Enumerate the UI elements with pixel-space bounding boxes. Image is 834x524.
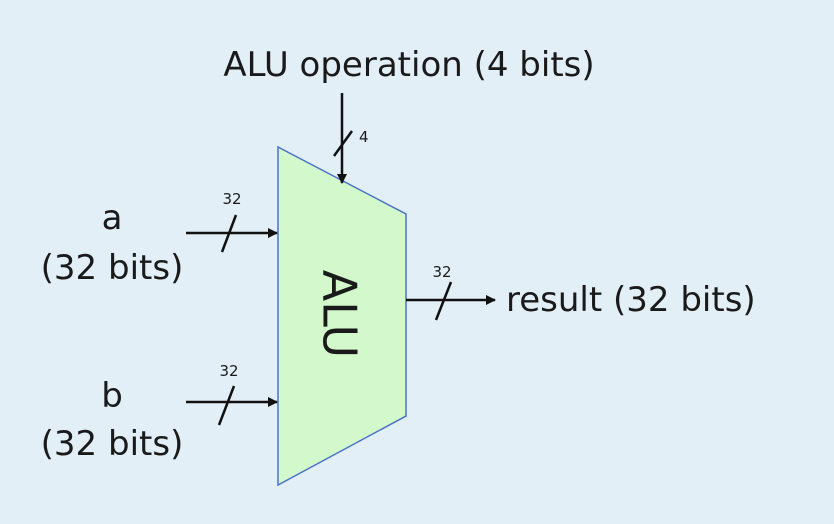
alu-block-label: ALU xyxy=(313,270,367,358)
input-a-name: a xyxy=(102,198,123,238)
alu-operation-label: ALU operation (4 bits) xyxy=(223,45,594,85)
input-b-width-label: 32 xyxy=(219,362,238,380)
input-b-name: b xyxy=(101,376,123,416)
output-width-label: 32 xyxy=(432,263,451,281)
input-a-width-label: 32 xyxy=(222,190,241,208)
op-width-slash xyxy=(332,130,354,157)
output-width-slash xyxy=(434,281,453,321)
op-width-label: 4 xyxy=(359,128,369,146)
alu-block xyxy=(277,145,407,487)
input-b-desc: (32 bits) xyxy=(41,424,184,464)
input-a-width-slash xyxy=(220,214,238,253)
output-label: result (32 bits) xyxy=(506,280,756,320)
input-a-desc: (32 bits) xyxy=(41,248,184,288)
input-b-width-slash xyxy=(217,385,236,426)
